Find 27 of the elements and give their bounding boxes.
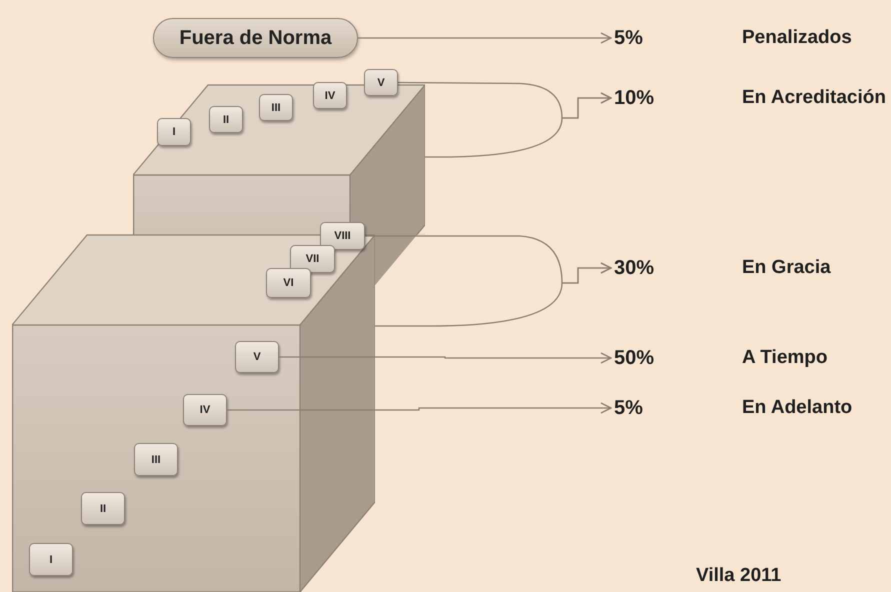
arrow — [375, 262, 612, 327]
percentage-text: 30% — [614, 257, 654, 279]
category-label: En Acreditación — [742, 87, 886, 109]
arrow — [227, 402, 612, 414]
arrow — [279, 352, 612, 364]
percentage-text: 10% — [614, 87, 654, 109]
arrow — [425, 92, 612, 158]
category-label: En Gracia — [742, 257, 831, 279]
step-box: V — [364, 69, 398, 96]
percentage-text: 5% — [614, 397, 643, 419]
step-box: III — [259, 94, 293, 121]
arrow — [358, 32, 612, 44]
step-box: IV — [183, 394, 227, 426]
category-label: Penalizados — [742, 27, 852, 49]
step-box: IV — [313, 82, 347, 109]
step-box: II — [209, 106, 243, 133]
category-pill: Fuera de Norma — [153, 18, 358, 58]
step-box: I — [29, 543, 73, 576]
percentage-text: 5% — [614, 27, 643, 49]
percentage-text: 50% — [614, 347, 654, 369]
category-label: A Tiempo — [742, 347, 828, 369]
credit-note: Villa 2011 — [696, 565, 782, 587]
step-box: V — [235, 341, 279, 373]
category-label: En Adelanto — [742, 397, 852, 419]
step-box: III — [134, 443, 178, 476]
step-box: II — [81, 492, 125, 525]
step-box: I — [157, 118, 191, 146]
